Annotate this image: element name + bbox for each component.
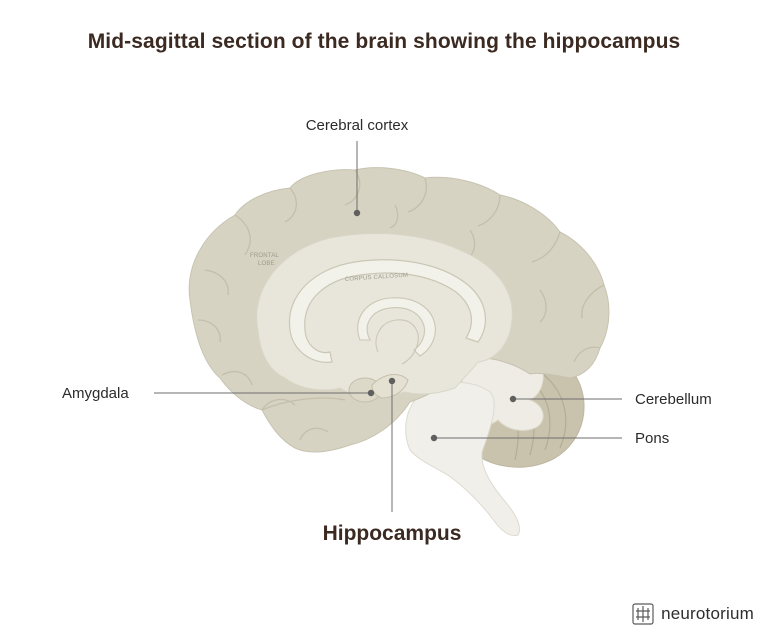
hippocampus-dot [388, 377, 396, 385]
corpus-callosum-label: CORPUS CALLOSUM [345, 273, 409, 283]
hippocampus-label: Hippocampus [323, 522, 462, 545]
inner-loop [375, 319, 419, 365]
cerebellum-dot [509, 395, 517, 403]
amygdala-label: Amygdala [62, 385, 129, 402]
cerebellum-label: Cerebellum [635, 391, 712, 408]
hippocampus-shape [371, 374, 409, 399]
neurotorium-logo-icon [632, 603, 654, 625]
page-title: Mid-sagittal section of the brain showin… [87, 30, 681, 53]
cerebral-cortex-dot [353, 209, 361, 217]
corpus-callosum [288, 259, 486, 363]
cerebral-cortex-label: Cerebral cortex [306, 117, 409, 134]
temporal-lobe-contour [261, 397, 346, 411]
brand-name: neurotorium [661, 604, 754, 623]
amygdala-dot [367, 389, 375, 397]
brand-logo: neurotorium [631, 602, 754, 626]
pons-dot [430, 434, 438, 442]
frontal-lobe-label-2: LOBE [258, 261, 275, 267]
fornix [357, 297, 436, 357]
frontal-lobe-label: FRONTAL [250, 253, 279, 259]
pons-label: Pons [635, 430, 669, 447]
pons-brainstem [405, 382, 521, 537]
